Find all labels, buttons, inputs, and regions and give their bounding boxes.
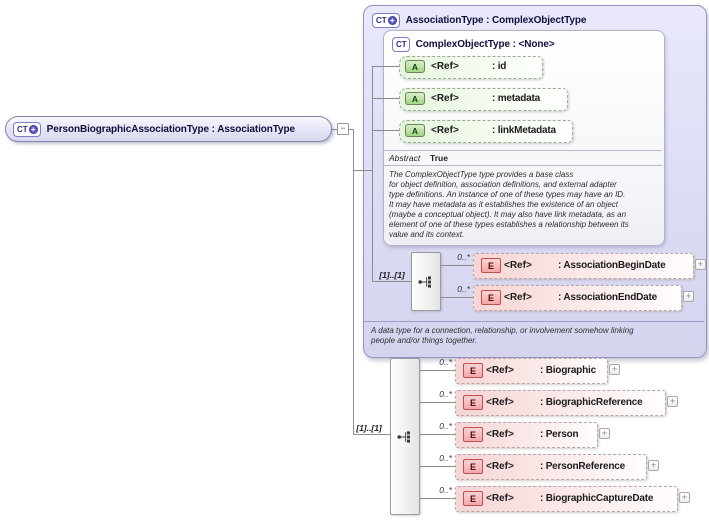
attribute-icon: A — [405, 60, 425, 73]
base-type-label: AssociationType : ComplexObjectType — [405, 14, 587, 26]
connector-line — [373, 130, 400, 131]
element-name: : PersonReference — [540, 461, 625, 472]
attribute-row-metadata[interactable]: A <Ref> : metadata — [399, 88, 568, 111]
attribute-row-linkmetadata[interactable]: A <Ref> : linkMetadata — [399, 120, 573, 143]
derived-plus-icon: + — [28, 124, 38, 134]
attribute-ref-label: <Ref> — [431, 93, 459, 104]
root-type-box[interactable]: CT+ PersonBiographicAssociationType : As… — [5, 116, 332, 142]
attribute-icon: A — [405, 124, 425, 137]
connector-line — [332, 129, 338, 130]
element-row-biographiccapturedate[interactable]: E <Ref> : BiographicCaptureDate — [455, 486, 678, 512]
element-name: : BiographicReference — [540, 397, 643, 408]
element-ref-label: <Ref> — [486, 397, 514, 408]
cardinality-label: 0..* — [457, 252, 470, 262]
sequence-icon — [418, 275, 431, 288]
divider — [364, 321, 704, 322]
element-row-personreference[interactable]: E <Ref> : PersonReference — [455, 454, 647, 480]
attribute-name: : metadata — [492, 93, 541, 104]
complex-type-icon: CT — [392, 36, 410, 52]
parent-type-documentation: The ComplexObjectType type provides a ba… — [389, 170, 629, 239]
element-row-associationenddate[interactable]: E <Ref> : AssociationEndDate — [473, 285, 682, 311]
sequence-occurs-label: [1]..[1] — [356, 423, 382, 433]
attribute-name: : linkMetadata — [492, 125, 556, 136]
cardinality-label: 0..* — [439, 485, 452, 495]
cardinality-label: 0..* — [439, 421, 452, 431]
element-row-biographic[interactable]: E <Ref> : Biographic — [455, 358, 608, 384]
element-row-associationbegindate[interactable]: E <Ref> : AssociationBeginDate — [473, 253, 694, 279]
element-name: : AssociationBeginDate — [558, 260, 666, 271]
element-icon: E — [463, 491, 483, 506]
element-icon: E — [463, 459, 483, 474]
derived-plus-icon: + — [387, 15, 397, 25]
connector-line — [353, 129, 354, 435]
facet-value: True — [430, 153, 448, 163]
connector-line — [418, 402, 455, 403]
parent-type-label: ComplexObjectType : <None> — [415, 38, 555, 50]
element-name: : Biographic — [540, 365, 596, 376]
cardinality-label: 0..* — [457, 284, 470, 294]
element-icon: E — [481, 258, 501, 273]
complex-type-icon-label: CT — [396, 39, 407, 49]
attribute-name: : id — [492, 61, 507, 72]
cardinality-label: 0..* — [439, 357, 452, 367]
root-type-label: PersonBiographicAssociationType : Associ… — [46, 123, 295, 135]
attribute-row-id[interactable]: A <Ref> : id — [399, 56, 543, 79]
divider — [384, 150, 662, 151]
element-row-person[interactable]: E <Ref> : Person — [455, 422, 598, 448]
connector-line — [353, 170, 373, 171]
attribute-ref-label: <Ref> — [431, 125, 459, 136]
complex-type-icon-label: CT — [17, 124, 28, 134]
parent-type-header[interactable]: CT ComplexObjectType : <None> — [392, 36, 555, 52]
expand-button[interactable]: + — [609, 364, 620, 375]
expand-button[interactable]: + — [667, 396, 678, 407]
element-ref-label: <Ref> — [486, 429, 514, 440]
sequence-compositor[interactable] — [411, 252, 441, 311]
element-ref-label: <Ref> — [504, 292, 532, 303]
expand-button[interactable]: + — [599, 428, 610, 439]
element-icon: E — [463, 395, 483, 410]
element-name: : BiographicCaptureDate — [540, 493, 654, 504]
cardinality-label: 0..* — [439, 389, 452, 399]
expand-button[interactable]: + — [695, 259, 706, 270]
complex-type-icon: CT+ — [372, 12, 400, 28]
base-type-header[interactable]: CT+ AssociationType : ComplexObjectType — [372, 12, 586, 28]
connector-line — [418, 370, 455, 371]
attribute-icon: A — [405, 92, 425, 105]
element-row-biographicreference[interactable]: E <Ref> : BiographicReference — [455, 390, 666, 416]
sequence-occurs-label: [1]..[1] — [379, 270, 405, 280]
connector-line — [354, 434, 390, 435]
complex-type-icon-label: CT — [376, 15, 387, 25]
element-icon: E — [481, 290, 501, 305]
element-ref-label: <Ref> — [486, 493, 514, 504]
connector-line — [373, 281, 411, 282]
connector-line — [373, 98, 400, 99]
element-ref-label: <Ref> — [486, 365, 514, 376]
connector-line — [372, 66, 373, 282]
sequence-icon — [397, 430, 410, 443]
expand-button[interactable]: + — [683, 291, 694, 302]
attribute-ref-label: <Ref> — [431, 61, 459, 72]
connector-line — [418, 466, 455, 467]
cardinality-label: 0..* — [439, 453, 452, 463]
expand-button[interactable]: + — [679, 492, 690, 503]
element-name: : Person — [540, 429, 579, 440]
connector-line — [418, 498, 455, 499]
connector-line — [439, 297, 473, 298]
element-icon: E — [463, 363, 483, 378]
connector-line — [373, 66, 400, 67]
connector-line — [348, 129, 354, 130]
divider — [384, 165, 662, 166]
connector-line — [439, 265, 473, 266]
connector-line — [418, 434, 455, 435]
facet-label: Abstract — [389, 153, 421, 163]
base-type-documentation: A data type for a connection, relationsh… — [371, 326, 634, 345]
element-ref-label: <Ref> — [504, 260, 532, 271]
element-name: : AssociationEndDate — [558, 292, 657, 303]
element-icon: E — [463, 427, 483, 442]
complex-type-icon: CT+ — [13, 121, 41, 137]
collapse-button[interactable]: − — [337, 123, 349, 135]
expand-button[interactable]: + — [648, 460, 659, 471]
sequence-compositor[interactable] — [390, 358, 420, 515]
element-ref-label: <Ref> — [486, 461, 514, 472]
